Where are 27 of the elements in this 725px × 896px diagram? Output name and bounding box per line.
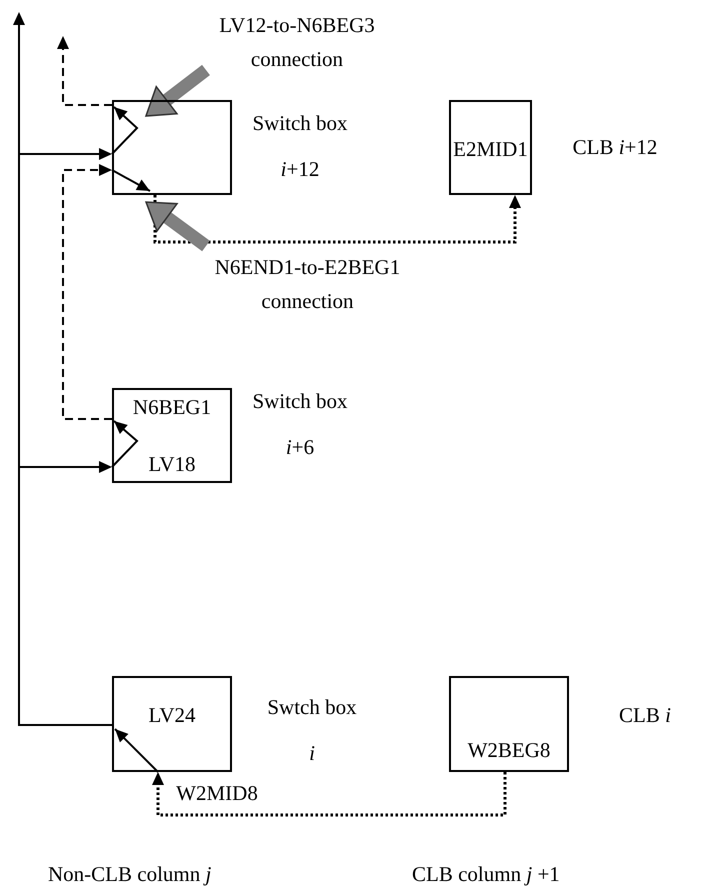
wire-arrow xyxy=(154,195,521,244)
box-caption: Swtch box i xyxy=(266,694,358,767)
box-caption: Switch box i+6 xyxy=(251,388,349,461)
column-label: CLB column j +1 xyxy=(412,862,560,887)
box-caption: CLB i+12 xyxy=(572,134,658,161)
box-caption: Switch box i+12 xyxy=(251,110,349,183)
wire-label: N6BEG1 xyxy=(132,395,212,419)
wire-label: LV18 xyxy=(147,452,197,476)
column-label: Non-CLB column j xyxy=(48,862,212,887)
wire-arrow xyxy=(57,36,112,106)
callout-arrow xyxy=(145,64,210,117)
clb-box xyxy=(449,100,532,195)
switch-box xyxy=(112,676,232,772)
wire-label: E2MID1 xyxy=(452,137,529,161)
switch-box xyxy=(112,388,232,483)
wire-label: W2MID8 xyxy=(175,780,259,807)
callout-arrow xyxy=(145,201,210,252)
callout-text: LV12-to-N6BEG3 connection xyxy=(212,8,382,76)
wire-label: LV24 xyxy=(147,703,197,727)
box-caption: CLB i xyxy=(618,702,672,729)
wire-arrow xyxy=(62,164,112,420)
wire-arrow xyxy=(152,772,506,816)
clb-box xyxy=(449,676,569,772)
wire-arrow xyxy=(18,148,112,726)
switch-box xyxy=(112,100,232,195)
wire-label: W2BEG8 xyxy=(466,738,552,762)
callout-text: N6END1-to-E2BEG1 connection xyxy=(205,250,410,318)
